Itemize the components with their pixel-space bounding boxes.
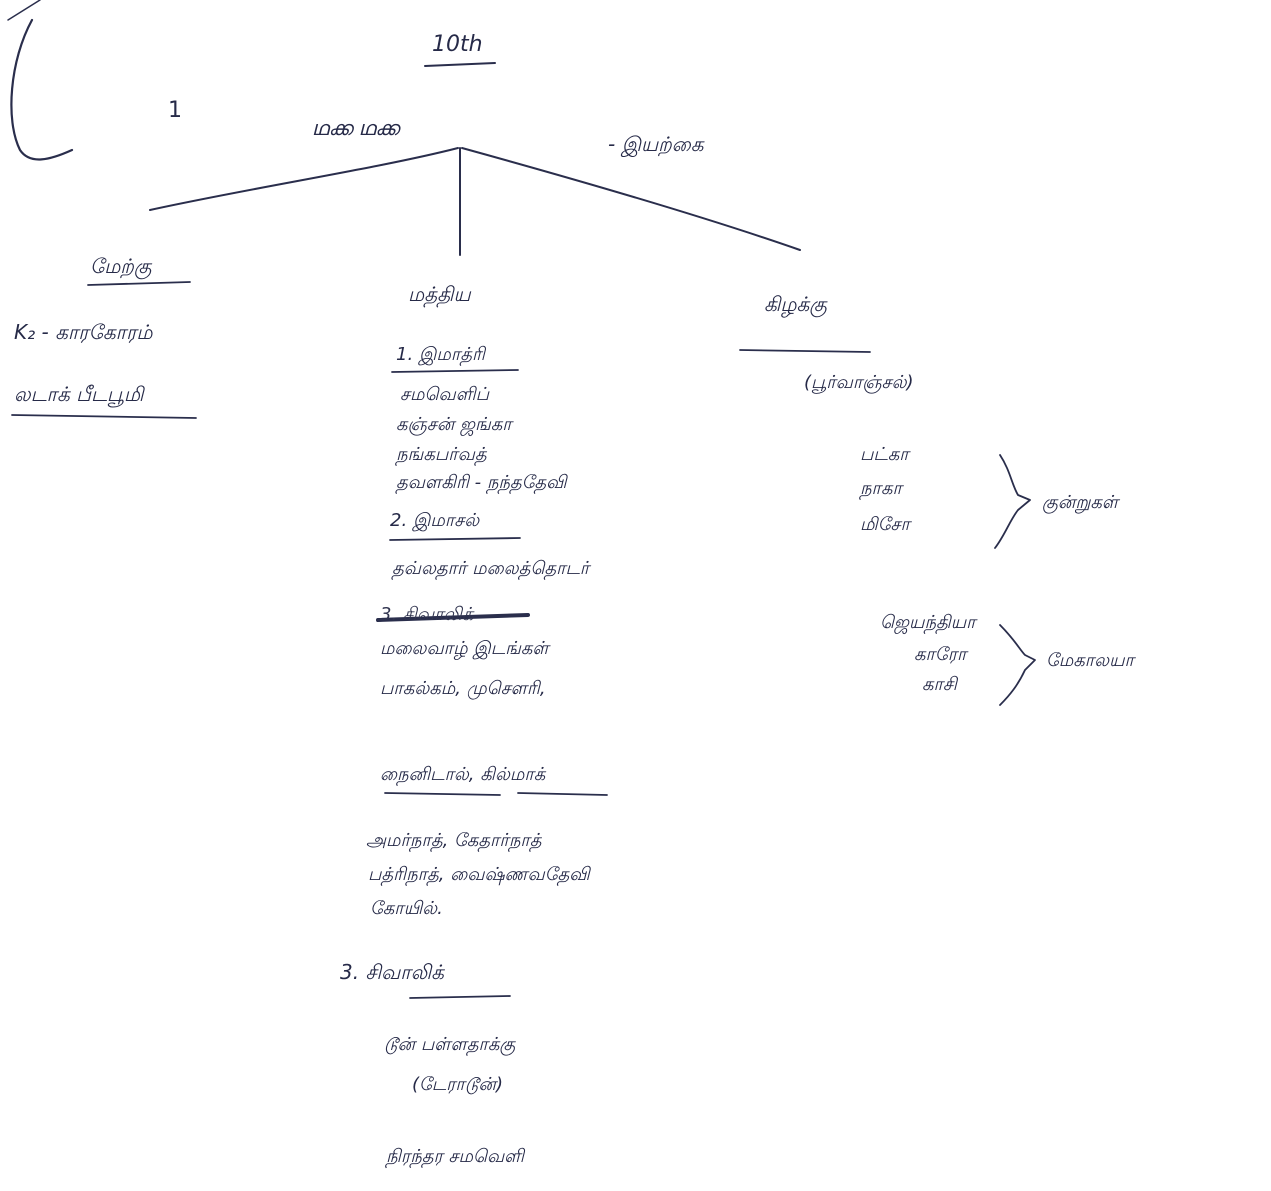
section-title: ഥക്ക ഥക്ക	[312, 116, 400, 140]
middle-item1-line: கஞ்சன் ஜங்கா	[396, 414, 512, 435]
middle-item3-line: டூன் பள்ளதாக்கு	[384, 1034, 516, 1055]
pilgrim-line: அமர்நாத், கேதார்நாத்	[366, 830, 542, 851]
pilgrim-line: கோயில்.	[370, 898, 443, 919]
middle-item2-title: 2. இமாசல்	[390, 510, 480, 531]
middle-item3-title: 3. சிவாலிக்	[340, 960, 444, 984]
middle-item3-line: (டேராடூன்)	[412, 1074, 503, 1095]
east-hill: நாகா	[860, 478, 902, 499]
west-label: மேற்கு	[90, 254, 152, 278]
middle-label: மத்திய	[408, 282, 471, 306]
section-number: 1	[168, 98, 182, 123]
hill-stations-line: நைனிடால், கில்மாக்	[380, 764, 546, 785]
middle-item3-line: நிரந்தர சமவெளி	[386, 1146, 525, 1167]
east-plateau: ஜெயந்தியா	[880, 612, 976, 633]
pilgrim-line: பத்ரிநாத், வைஷ்ணவதேவி	[368, 864, 590, 885]
middle-item2-line: தவ்லதார் மலைத்தொடர்	[392, 558, 590, 579]
east-hill: மிசோ	[860, 514, 910, 535]
section-subtitle: - இயற்கை	[608, 132, 704, 156]
east-sub: (பூர்வாஞ்சல்)	[804, 372, 914, 393]
east-hill: பட்கா	[860, 444, 909, 465]
east-label: கிழக்கு	[764, 292, 827, 316]
middle-item1-line: தவளகிரி - நந்ததேவி	[396, 472, 567, 493]
middle-item1-line: சமவெளிப்	[400, 384, 489, 405]
hill-stations-title: மலைவாழ் இடங்கள்	[380, 638, 549, 659]
hill-stations-line: பாகல்கம், முசௌரி,	[380, 678, 546, 699]
east-plateau: காசி	[922, 674, 958, 695]
struck-item: 3. சிவாலிக்	[380, 604, 474, 625]
east-plateau: காரோ	[914, 644, 967, 665]
grade-label: 10th	[432, 32, 483, 57]
middle-item1-title: 1. இமாத்ரி	[396, 344, 485, 365]
middle-item1-line: நங்கபர்வத்	[396, 444, 487, 465]
west-line-2: லடாக் பீடபூமி	[14, 382, 144, 406]
west-line-1: K₂ - காரகோரம்	[14, 320, 153, 344]
hills-group-label: குன்றுகள்	[1042, 492, 1119, 513]
plateau-group-label: மேகாலயா	[1046, 650, 1134, 671]
